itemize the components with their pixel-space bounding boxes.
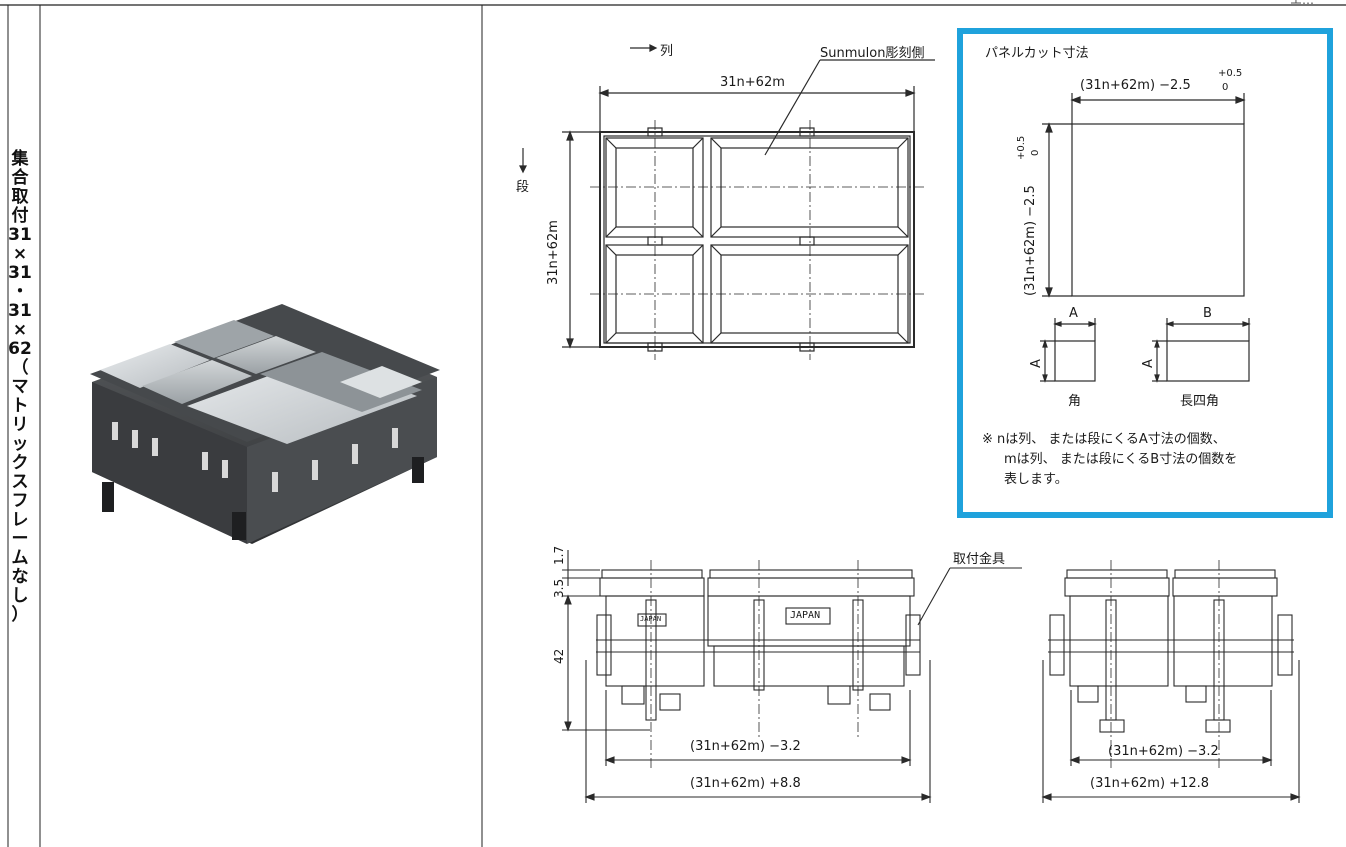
row-title-glyph: 合 [11, 168, 29, 188]
row-title-glyph: ・ [11, 282, 29, 302]
rect-caption: 長四角 [1180, 394, 1220, 409]
japan-label: JAPAN [790, 610, 821, 621]
product-photo [90, 304, 440, 544]
col-direction-label: 列 [660, 44, 674, 59]
row-title-glyph: 31 [8, 301, 32, 321]
note-line-2: mは列、 または段にくるB寸法の個数を [1004, 452, 1238, 467]
note-line-1: ※ nは列、 または段にくるA寸法の個数、 [982, 432, 1226, 447]
row-title-glyph: × [12, 320, 28, 340]
row-title-glyph: 31 [8, 225, 32, 245]
bracket-label: 取付金具 [953, 552, 1006, 567]
row-title-glyph: （ [11, 358, 29, 378]
row-title-glyph: ） [11, 605, 29, 625]
left-outer-dim: (31n+62m) +8.8 [690, 776, 801, 791]
engrave-side-label: Sunmulon彫刻側 [820, 46, 925, 61]
row-title-glyph: × [12, 244, 28, 264]
row-title-glyph: 取 [11, 187, 29, 207]
row-title-glyph: 集 [11, 149, 29, 169]
panel-width-tol-zero: 0 [1222, 82, 1229, 93]
dim-1-7: 1.7 [552, 545, 566, 565]
row-title-glyph: 付 [11, 206, 29, 226]
row-direction-label: 段 [516, 180, 530, 195]
row-title-glyph: し [11, 586, 29, 606]
row-title-glyph: ク [11, 453, 29, 473]
panel-cut-note: ※ nは列、 または段にくるA寸法の個数、 mは列、 または段にくるB寸法の個数… [982, 430, 1322, 490]
row-title-glyph: 62 [8, 339, 32, 359]
japan-label-small: JAPAN [640, 615, 662, 623]
row-title-glyph: ス [11, 472, 29, 492]
page-ref: エ… [1290, 0, 1315, 7]
row-title-glyph: リ [11, 415, 29, 435]
row-title-glyph: 31 [8, 263, 32, 283]
row-title-glyph: な [11, 567, 29, 587]
top-width-dim: 31n+62m [720, 75, 785, 90]
right-outer-dim: (31n+62m) +12.8 [1090, 776, 1209, 791]
row-title-glyph: レ [11, 510, 29, 530]
square-dim-a-top: A [1069, 306, 1078, 321]
row-title-glyph: ム [11, 548, 29, 568]
row-title-glyph: マ [11, 377, 29, 397]
row-title-glyph: ー [11, 529, 29, 549]
rect-dim-b-top: B [1203, 306, 1212, 321]
panel-width-dim: (31n+62m) −2.5 [1080, 78, 1191, 93]
left-inner-dim: (31n+62m) −3.2 [690, 739, 801, 754]
panel-cut-title: パネルカット寸法 [985, 46, 1089, 61]
row-title-glyph: ト [11, 396, 29, 416]
note-line-3: 表します。 [1004, 472, 1068, 487]
right-inner-dim: (31n+62m) −3.2 [1108, 744, 1219, 759]
dim-42: 42 [552, 648, 566, 664]
row-title-glyph: ッ [11, 434, 29, 454]
panel-width-tol-plus: +0.5 [1218, 68, 1243, 79]
dim-3-5: 3.5 [552, 578, 566, 598]
square-caption: 角 [1068, 394, 1082, 409]
row-title-glyph: フ [11, 491, 29, 511]
